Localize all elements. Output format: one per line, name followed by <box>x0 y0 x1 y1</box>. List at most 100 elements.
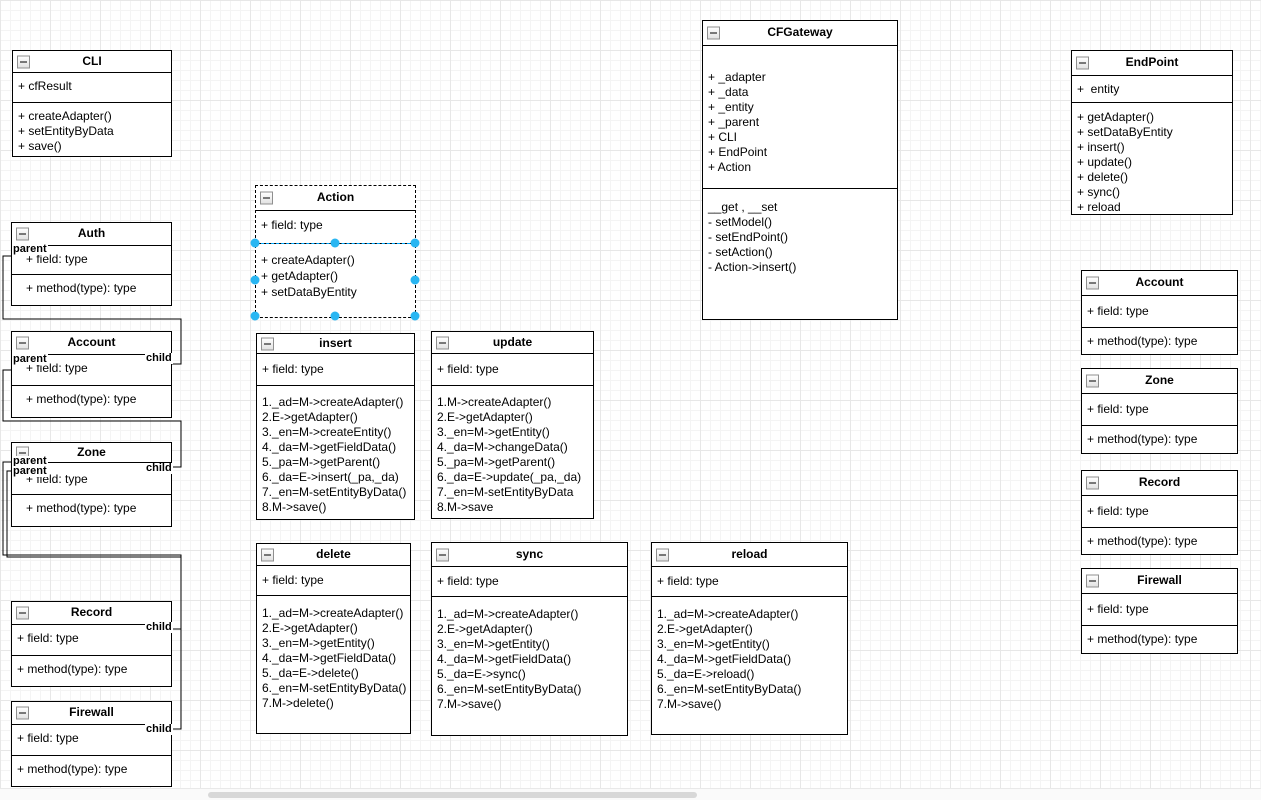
collapse-icon[interactable] <box>16 336 29 350</box>
method-line: + setDataByEntity <box>261 285 357 299</box>
method-line: + method(type): type <box>26 392 137 406</box>
edge-account-zone[interactable] <box>2 369 182 468</box>
class-title: Firewall <box>69 705 114 719</box>
selection-handle[interactable] <box>330 311 340 321</box>
collapse-icon[interactable] <box>436 548 449 561</box>
uml-class-sync[interactable]: sync + field: type 1._ad=M->createAdapte… <box>431 542 628 736</box>
uml-class-account-right[interactable]: Account + field: type + method(type): ty… <box>1081 270 1238 355</box>
collapse-icon[interactable] <box>1076 56 1089 70</box>
collapse-icon[interactable] <box>260 191 273 205</box>
method-line: + method(type): type <box>1087 334 1198 348</box>
class-title: Zone <box>77 445 106 459</box>
attribute-line: + CLI <box>708 130 738 144</box>
edge-label-child[interactable]: child <box>145 352 173 364</box>
uml-class-firewall-left[interactable]: Firewall + field: type + method(type): t… <box>11 701 172 787</box>
method-line: 4._da=M->getFieldData() <box>262 651 397 665</box>
uml-class-record-right[interactable]: Record + field: type + method(type): typ… <box>1081 470 1238 555</box>
method-line: 4._da=M->getFieldData() <box>657 652 792 666</box>
uml-class-reload[interactable]: reload + field: type 1._ad=M->createAdap… <box>651 542 848 735</box>
method-line: 6._en=M-setEntityByData() <box>657 682 802 696</box>
collapse-icon[interactable] <box>261 337 274 350</box>
uml-class-zone-left[interactable]: Zone + field: type + method(type): type <box>11 442 172 527</box>
uml-class-firewall-right[interactable]: Firewall + field: type + method(type): t… <box>1081 568 1238 654</box>
edge-label-parent[interactable]: parent <box>12 465 48 477</box>
collapse-icon[interactable] <box>16 706 29 720</box>
method-line: + method(type): type <box>1087 632 1198 646</box>
uml-class-auth[interactable]: Auth + field: type + method(type): type <box>11 222 172 306</box>
edge-label-parent[interactable]: parent <box>12 243 48 255</box>
edge-label-parent[interactable]: parent <box>12 353 48 365</box>
edge-zone-firewall[interactable] <box>6 470 182 730</box>
method-line: + method(type): type <box>1087 534 1198 548</box>
class-title: CFGateway <box>767 25 833 39</box>
selection-handle[interactable] <box>250 311 260 321</box>
collapse-icon[interactable] <box>1086 374 1099 388</box>
attribute-line: + field: type <box>437 574 499 588</box>
collapse-icon[interactable] <box>1086 276 1099 290</box>
method-line: 6._da=E->insert(_pa,_da) <box>262 470 399 484</box>
edge-auth-account[interactable] <box>2 255 182 365</box>
method-line: 5._da=E->reload() <box>657 667 755 681</box>
uml-class-record-left[interactable]: Record + field: type + method(type): typ… <box>11 601 172 687</box>
attribute-line: + _parent <box>708 115 760 129</box>
collapse-icon[interactable] <box>17 55 30 68</box>
method-line: 8.M->save <box>437 500 494 514</box>
attribute-line: + field: type <box>437 362 499 376</box>
uml-class-update[interactable]: update + field: type 1.M->createAdapter(… <box>431 331 594 519</box>
collapse-icon[interactable] <box>1086 476 1099 490</box>
uml-class-cli[interactable]: CLI + cfResult + createAdapter() + setEn… <box>12 50 172 157</box>
method-line: 4._da=M->getFieldData() <box>262 440 397 454</box>
uml-class-cfgateway[interactable]: CFGateway + _adapter + _data + _entity +… <box>702 20 898 320</box>
collapse-icon[interactable] <box>261 548 274 561</box>
uml-class-action[interactable]: Action + field: type + createAdapter() +… <box>255 185 416 318</box>
method-line: 3._en=M->getEntity() <box>437 637 550 651</box>
method-line: + createAdapter() <box>261 253 355 267</box>
selection-handle[interactable] <box>410 311 420 321</box>
collapse-icon[interactable] <box>16 227 29 241</box>
method-line: + method(type): type <box>17 662 128 676</box>
method-line: 4._da=M->getFieldData() <box>437 652 572 666</box>
edge-label-child[interactable]: child <box>145 462 173 474</box>
method-line: 8.M->save() <box>262 500 327 514</box>
uml-class-delete[interactable]: delete + field: type 1._ad=M->createAdap… <box>256 543 411 734</box>
selection-handle[interactable] <box>410 275 420 285</box>
uml-class-zone-right[interactable]: Zone + field: type + method(type): type <box>1081 368 1238 454</box>
selection-handle[interactable] <box>410 238 420 248</box>
uml-class-insert[interactable]: insert + field: type 1._ad=M->createAdap… <box>256 333 415 520</box>
method-line: - setModel() <box>708 215 773 229</box>
method-line: + reload <box>1077 200 1121 214</box>
attribute-line: + entity <box>1077 82 1120 96</box>
collapse-icon[interactable] <box>1086 574 1099 588</box>
horizontal-scrollbar-thumb[interactable] <box>208 792 697 798</box>
method-line: + delete() <box>1077 170 1129 184</box>
class-title: Account <box>1135 275 1184 289</box>
method-line: 5._da=E->delete() <box>262 666 359 680</box>
method-line: + method(type): type <box>26 501 137 515</box>
selection-handle[interactable] <box>250 238 260 248</box>
attribute-line: + _adapter <box>708 70 766 84</box>
edge-label-parent[interactable]: parent <box>12 455 48 467</box>
selection-handle[interactable] <box>250 275 260 285</box>
selection-handle[interactable] <box>330 238 340 248</box>
edge-label-child[interactable]: child <box>145 723 173 735</box>
attribute-line: + field: type <box>1087 504 1149 518</box>
edge-zone-record[interactable] <box>2 461 182 630</box>
uml-class-account-left[interactable]: Account + field: type + method(type): ty… <box>11 331 172 418</box>
attribute-line: + field: type <box>1087 602 1149 616</box>
edge-label-child[interactable]: child <box>145 621 173 633</box>
method-line: __get , __set <box>708 200 778 214</box>
attribute-line: + field: type <box>17 731 79 745</box>
collapse-icon[interactable] <box>656 548 669 561</box>
collapse-icon[interactable] <box>707 26 720 40</box>
method-line: 5._da=E->sync() <box>437 667 526 681</box>
collapse-icon[interactable] <box>436 336 449 349</box>
method-line: + createAdapter() <box>18 109 112 123</box>
horizontal-scrollbar-track[interactable] <box>0 788 1261 800</box>
uml-class-endpoint[interactable]: EndPoint + entity + getAdapter() + setDa… <box>1071 50 1233 215</box>
collapse-icon[interactable] <box>16 606 29 620</box>
method-line: 7.M->save() <box>437 697 502 711</box>
method-line: 4._da=M->changeData() <box>437 440 568 454</box>
attribute-line: + field: type <box>657 574 719 588</box>
